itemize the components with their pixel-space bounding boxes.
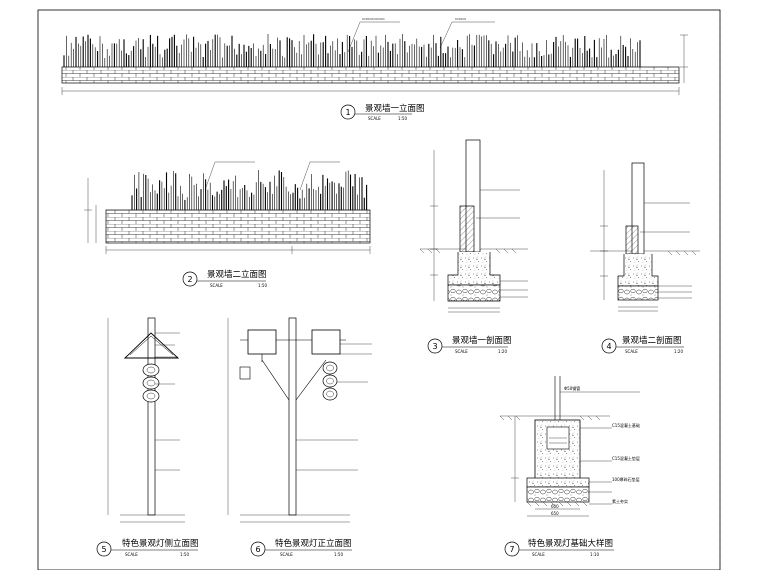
drawing-1-scale: 1:50 (398, 116, 407, 121)
drawing-6-title: 特色景观灯正立面图 (275, 538, 352, 549)
drawing-7-scale-label: SCALE (532, 552, 545, 557)
drawing-4-scale-label: SCALE (625, 349, 638, 354)
dim-600: 600 (551, 504, 559, 509)
drawing-1-title: 景观墙一立面图 (365, 103, 425, 114)
drawing-5-scale: 1:50 (180, 552, 189, 557)
drawing-1-scale-label: SCALE (368, 116, 381, 121)
wall-1-note-b: ▭▭▭ (455, 16, 467, 21)
drawing-4-number: 4 (606, 342, 611, 351)
note-compacted-soil: 素土夯实 (612, 498, 628, 504)
drawing-6-number: 6 (255, 545, 260, 554)
drawing-4-section: 4 景观墙二剖面图 SCALE 1:20 (590, 162, 700, 354)
drawing-3-section: 3 景观墙一剖面图 SCALE 1:20 (419, 139, 528, 354)
drawing-2-title: 景观墙二立面图 (207, 269, 267, 280)
drawing-3-title: 景观墙一剖面图 (452, 335, 512, 346)
drawing-2-elevation: 2 景观墙二立面图 SCALE 1:50 (84, 161, 371, 288)
dim-650: 650 (551, 511, 559, 516)
lamp-6-globes (322, 361, 338, 401)
drawing-1-number: 1 (345, 108, 350, 117)
drawing-7-foundation-detail: Φ50钢管 C15混凝土基础 C15混凝土垫层 100厚碎石垫层 素土夯实 60… (499, 376, 640, 557)
drawing-2-number: 2 (187, 275, 192, 284)
drawing-3-scale-label: SCALE (455, 349, 468, 354)
drawing-4-title: 景观墙二剖面图 (622, 335, 682, 346)
drawing-7-number: 7 (509, 545, 514, 554)
lamp-5-globes (142, 363, 160, 403)
drawing-5-scale-label: SCALE (125, 552, 138, 557)
drawing-6-lamp-front: 6 特色景观灯正立面图 SCALE 1:50 (227, 317, 372, 557)
drawing-5-number: 5 (101, 545, 106, 554)
drawing-2-scale-label: SCALE (210, 283, 223, 288)
drawing-3-number: 3 (432, 342, 437, 351)
drawing-2-scale: 1:50 (258, 283, 267, 288)
drawing-5-title: 特色景观灯侧立面图 (122, 538, 199, 549)
wall-1-bars (63, 34, 641, 67)
drawing-4-scale: 1:20 (674, 349, 683, 354)
note-gravel-layer: 100厚碎石垫层 (612, 476, 640, 482)
note-c15-foundation: C15混凝土基础 (612, 422, 640, 428)
drawing-5-lamp-side: 5 特色景观灯侧立面图 SCALE 1:50 (96, 317, 199, 557)
drawing-3-scale: 1:20 (498, 349, 507, 354)
note-c15-cushion: C15混凝土垫层 (612, 455, 640, 461)
drawing-6-scale: 1:50 (334, 552, 343, 557)
wall-1-note-a: ▭▭▭▭▭▭ (362, 16, 385, 21)
wall-2-bars (131, 170, 368, 210)
drawing-7-scale: 1:10 (590, 552, 599, 557)
wall-1-brick-base (61, 66, 680, 84)
drawing-1-elevation: ▭▭▭▭▭▭ ▭▭▭ 1 景观墙一立面图 SCALE 1:50 (61, 16, 688, 121)
drawing-6-scale-label: SCALE (280, 552, 293, 557)
wall-2-brick-base (105, 209, 371, 244)
note-steel-pipe: Φ50钢管 (564, 385, 580, 391)
drawing-7-title: 特色景观灯基础大样图 (528, 538, 613, 549)
